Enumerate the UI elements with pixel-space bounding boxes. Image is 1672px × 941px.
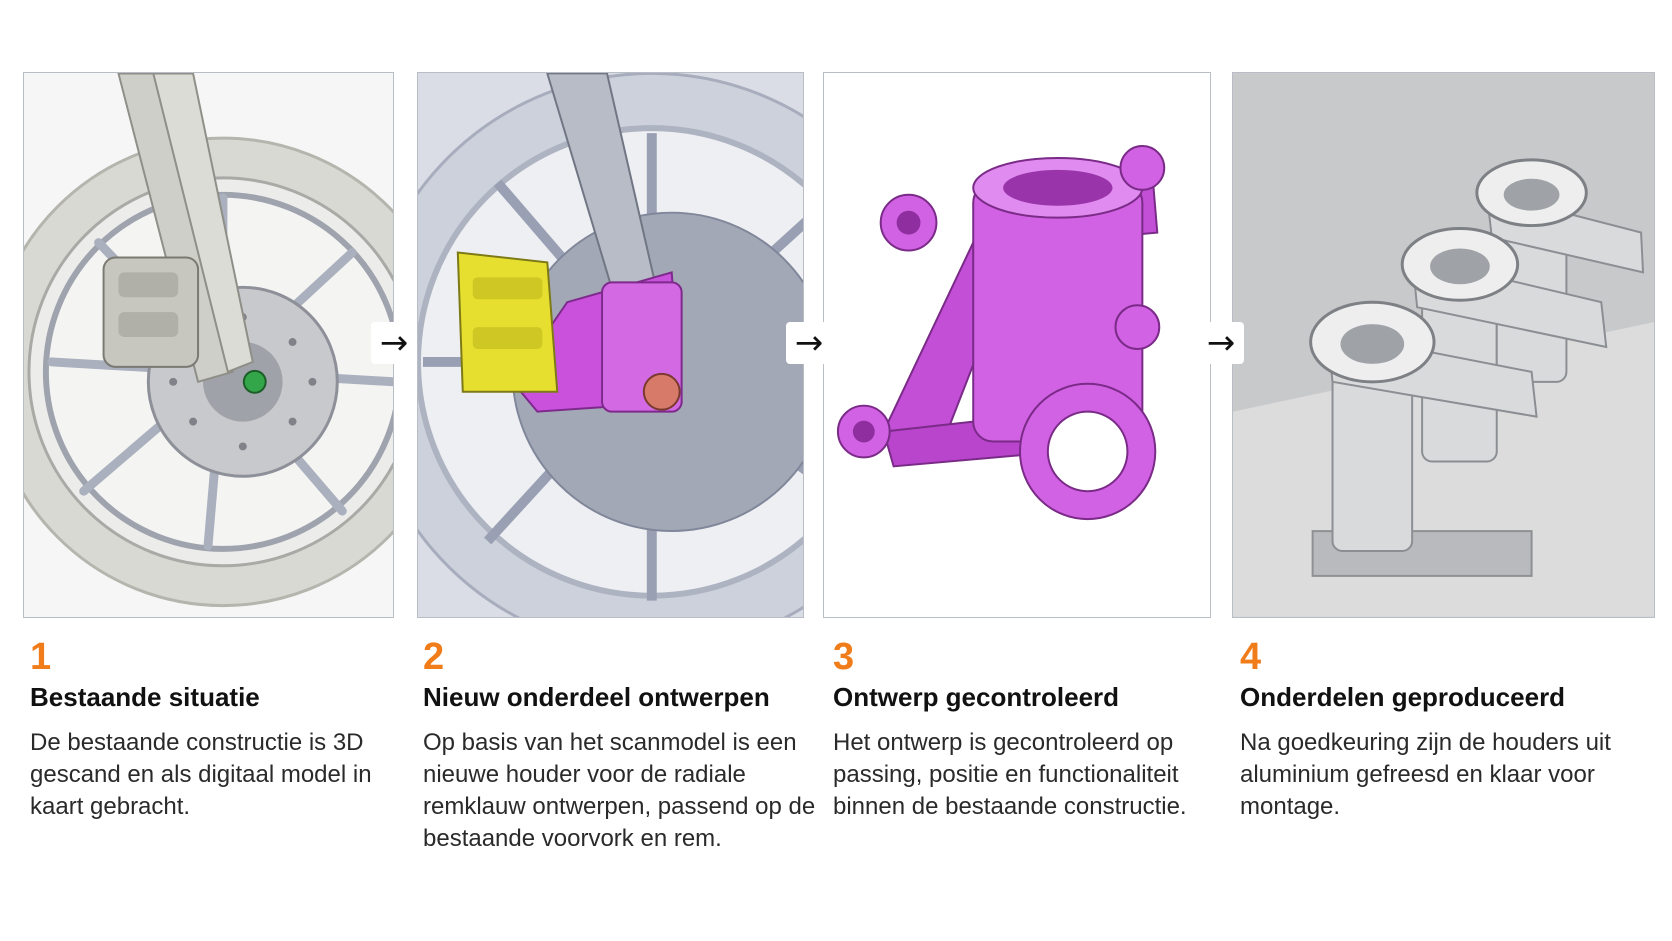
arrow-right-icon: → — [786, 322, 832, 364]
step-description: De bestaande constructie is 3D gescand e… — [30, 729, 372, 821]
step-description: Op basis van het scanmodel is een nieuwe… — [423, 729, 816, 853]
step-description: Na goedkeuring zijn de houders uit alumi… — [1240, 729, 1611, 821]
step-title: Ontwerp gecontroleerd — [833, 682, 1120, 712]
arrow-right-icon: → — [371, 322, 417, 364]
step-1: 1 Bestaande situatie De bestaande constr… — [30, 638, 400, 823]
step-title: Bestaande situatie — [30, 682, 260, 712]
step-description: Het ontwerp is gecontroleerd op passing,… — [833, 729, 1187, 821]
step-4: 4 Onderdelen geproduceerd Na goedkeuring… — [1240, 638, 1660, 823]
aluminium-parts-photo — [1233, 73, 1654, 617]
step-number: 4 — [1240, 636, 1262, 678]
magenta-bracket-illustration — [836, 145, 1166, 521]
image-design-checked — [823, 72, 1211, 618]
scan-wheel-illustration — [24, 73, 393, 608]
arrow-right-icon: → — [1198, 322, 1244, 364]
step-number: 2 — [423, 636, 445, 678]
step-2: 2 Nieuw onderdeel ontwerpen Op basis van… — [423, 638, 818, 855]
step-number: 1 — [30, 636, 52, 678]
cad-design-illustration — [418, 73, 803, 617]
image-existing-situation — [23, 72, 394, 618]
step-number: 3 — [833, 636, 855, 678]
step-3: 3 Ontwerp gecontroleerd Het ontwerp is g… — [833, 638, 1223, 823]
step-title: Onderdelen geproduceerd — [1240, 682, 1566, 712]
image-parts-produced — [1232, 72, 1655, 618]
step-title: Nieuw onderdeel ontwerpen — [423, 682, 770, 712]
image-new-part-design — [417, 72, 804, 618]
